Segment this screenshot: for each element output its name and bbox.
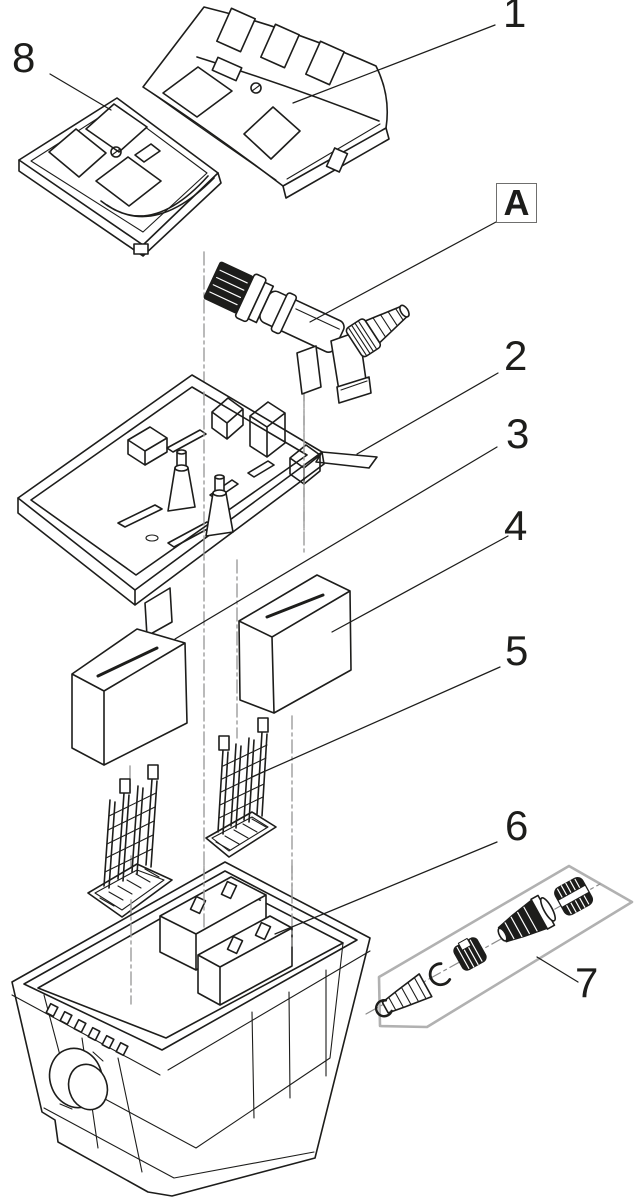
callout-4: 4 bbox=[504, 502, 528, 549]
filter-holder-right bbox=[205, 717, 277, 858]
c-clip bbox=[428, 962, 452, 987]
callout-6: 6 bbox=[505, 802, 529, 849]
callout-a: A bbox=[503, 182, 530, 223]
callout-1: 1 bbox=[503, 0, 527, 36]
foam-filter-left bbox=[71, 628, 188, 766]
callout-7: 7 bbox=[575, 959, 599, 1006]
leader-lines bbox=[49, 24, 579, 983]
fitting-kit bbox=[365, 864, 634, 1029]
callout-a-box: A bbox=[496, 183, 537, 223]
lid-right bbox=[142, 6, 390, 199]
inner-tray bbox=[17, 374, 378, 637]
uv-clarifier-unit bbox=[203, 261, 410, 404]
container-tub bbox=[11, 861, 371, 1197]
callout-2: 2 bbox=[504, 332, 528, 379]
kit-group-box bbox=[377, 864, 634, 1029]
filter-holder-left bbox=[87, 764, 173, 918]
cap-nut bbox=[554, 876, 594, 916]
foam-filter-right bbox=[238, 574, 352, 714]
hose-tail-large bbox=[497, 894, 556, 943]
callout-3: 3 bbox=[506, 410, 530, 457]
callout-8: 8 bbox=[12, 34, 36, 81]
hose-tail-small bbox=[374, 973, 433, 1018]
callout-5: 5 bbox=[505, 627, 529, 674]
lid-left bbox=[18, 97, 222, 257]
ring-nut bbox=[453, 937, 487, 971]
